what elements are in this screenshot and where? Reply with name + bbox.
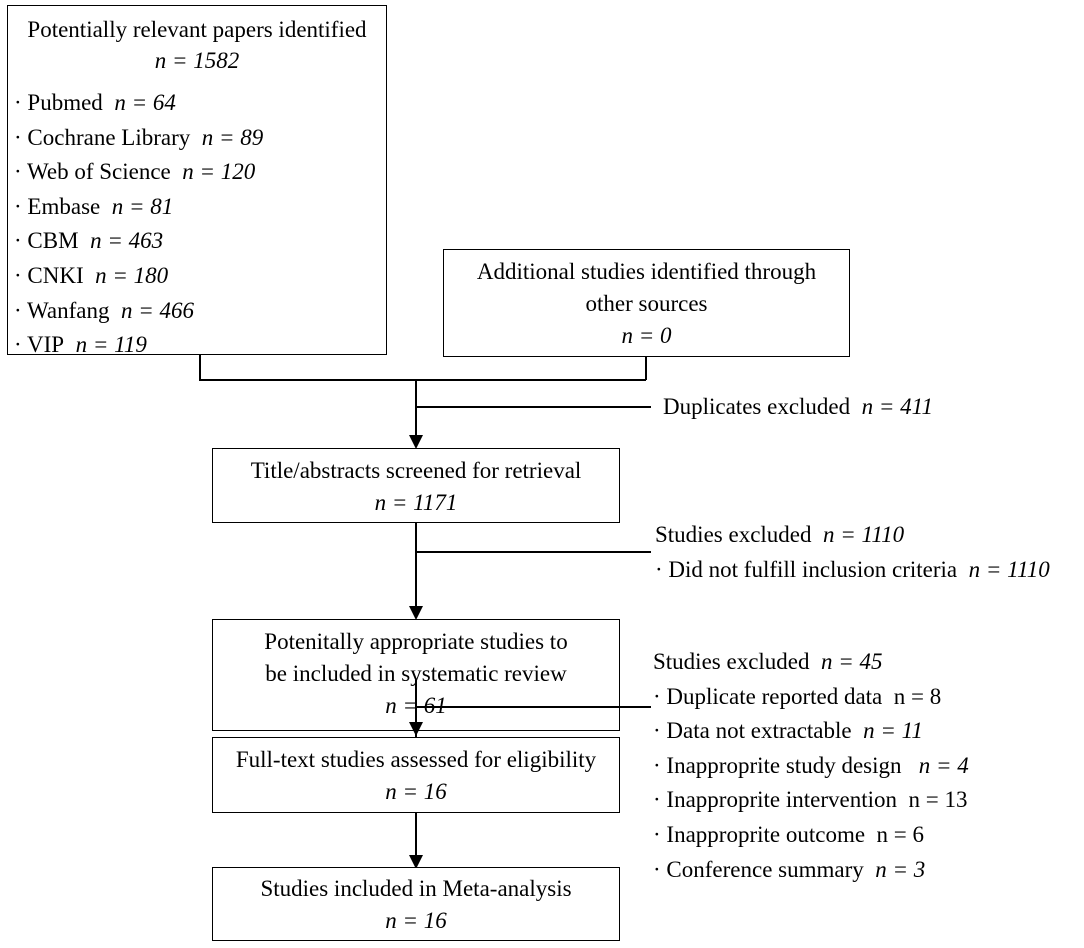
included-title: Studies included in Meta-analysis (260, 876, 572, 901)
duplicates-label: Duplicates excluded n = 411 (663, 394, 933, 419)
fulltext-box: Full-text studies assessed for eligibili… (212, 737, 620, 813)
arrow-down-icon (409, 435, 423, 449)
connector-main-3c (415, 680, 417, 726)
screened-box: Title/abstracts screened for retrieval n… (212, 448, 620, 523)
sources-total: n = 1582 (154, 48, 240, 73)
included-box: Studies included in Meta-analysis n = 16 (212, 867, 620, 941)
arrow-down-icon (409, 855, 423, 869)
sources-title: Potentially relevant papers identified (27, 17, 367, 42)
connector-right-down (645, 357, 647, 380)
excluded-1-reason: · Did not fulfill inclusion criteria n =… (655, 556, 1050, 582)
excluded-2-reason: · Inapproprite intervention n = 13 (653, 787, 968, 813)
additional-box: Additional studies identified through ot… (443, 249, 850, 357)
fulltext-title: Full-text studies assessed for eligibili… (235, 747, 597, 772)
connector-left-down (199, 355, 201, 380)
appropriate-line1: Potenitally appropriate studies to (264, 629, 568, 654)
additional-line1: Additional studies identified through (476, 259, 817, 284)
arrow-down-icon (409, 606, 423, 620)
fulltext-n: n = 16 (385, 779, 447, 804)
branch-excluded-1 (416, 551, 651, 553)
excluded-2-block: Studies excluded n = 45 · Duplicate repo… (653, 645, 969, 887)
connector-main-1 (415, 380, 417, 436)
source-item-vip: · VIP n = 119 (14, 332, 147, 358)
connector-main-4 (415, 813, 417, 856)
excluded-2-reason: · Duplicate reported data n = 8 (653, 683, 942, 709)
additional-line2: other sources (585, 291, 708, 316)
source-item-wanfang: · Wanfang n = 466 (14, 297, 194, 323)
included-n: n = 16 (385, 908, 447, 933)
excluded-2-reason: · Inapproprite outcome n = 6 (653, 821, 925, 847)
excluded-2-reason: · Conference summary n = 3 (653, 856, 926, 882)
source-item-cnki: · CNKI n = 180 (14, 262, 169, 288)
branch-excluded-2 (416, 706, 651, 708)
appropriate-box: Potenitally appropriate studies to be in… (212, 619, 620, 731)
branch-duplicates (416, 406, 651, 408)
screened-n: n = 1171 (374, 490, 458, 515)
source-item-pubmed: · Pubmed n = 64 (14, 90, 176, 115)
excluded-2-reason: · Data not extractable n = 11 (653, 718, 923, 744)
source-item-cochrane: · Cochrane Library n = 89 (14, 124, 264, 150)
source-item-cbm: · CBM n = 463 (14, 228, 164, 254)
sources-box: Potentially relevant papers identified n… (7, 5, 387, 357)
excluded-1-label: Studies excluded n = 1110 (655, 522, 905, 547)
source-list: · Pubmed n = 64 · Cochrane Library n = 8… (14, 86, 263, 363)
excluded-2-reason: · Inapproprite study design n = 4 (653, 752, 969, 778)
excluded-1-block: Studies excluded n = 1110 · Did not fulf… (655, 518, 1050, 587)
additional-n: n = 0 (621, 323, 672, 348)
source-item-wos: · Web of Science n = 120 (14, 159, 256, 185)
screened-title: Title/abstracts screened for retrieval (250, 458, 582, 483)
arrow-down-icon (409, 722, 423, 736)
connector-main-2 (415, 523, 417, 607)
connector-merge (199, 379, 646, 381)
source-item-embase: · Embase n = 81 (14, 193, 174, 219)
excluded-2-label: Studies excluded n = 45 (653, 649, 883, 674)
